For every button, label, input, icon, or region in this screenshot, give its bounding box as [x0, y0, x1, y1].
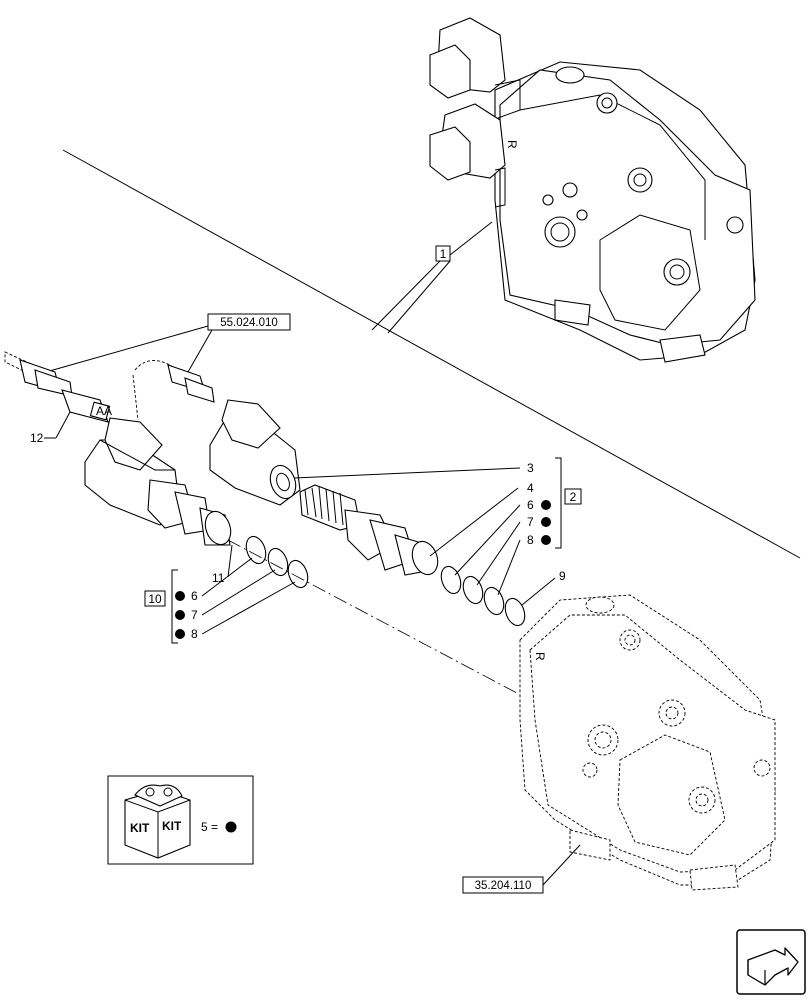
callout-2-label: 2 — [570, 490, 577, 504]
o-rings-left — [245, 535, 309, 589]
assembly-axis — [227, 539, 531, 701]
kit-text-left: KIT — [130, 821, 150, 835]
kit2-item-8-label: 8 — [527, 533, 534, 547]
o-rings-right — [440, 565, 526, 627]
cartridge-4 — [299, 484, 439, 576]
connector-harness-left: AA — [4, 351, 112, 423]
kit2-item-6-label: 6 — [527, 498, 534, 512]
kit-marker-icon — [541, 517, 551, 527]
kit-text-right: KIT — [162, 819, 182, 833]
next-page-arrow-icon[interactable] — [736, 929, 806, 995]
valve-ref-label: 35.204.110 — [475, 880, 532, 892]
connector-ref-box — [207, 313, 291, 331]
connector-ref-label: 55.024.010 — [220, 317, 278, 329]
svg-text:R: R — [505, 140, 519, 149]
callout-box-1 — [435, 245, 451, 262]
valve-section-top: R — [429, 17, 756, 363]
callout-9-label: 9 — [559, 569, 566, 583]
callout-10-label: 10 — [148, 592, 162, 606]
kit-equals-label: 5 = — [201, 820, 218, 834]
kit10-item-7-label: 7 — [191, 608, 198, 622]
kit10-item-6-label: 6 — [191, 589, 198, 603]
coil-3 — [209, 399, 301, 506]
kit-marker-icon — [175, 629, 185, 639]
callout-12-label: 12 — [30, 431, 44, 445]
kit10-item-8-label: 8 — [191, 627, 198, 641]
kit10-bracket — [171, 569, 178, 644]
callout-11-label: 11 — [212, 571, 225, 585]
kit2-bracket — [555, 457, 562, 549]
callout-3-label: 3 — [527, 461, 534, 475]
connector-harness-middle — [132, 360, 215, 421]
callout-box-2 — [564, 488, 582, 505]
kit-marker-icon — [541, 500, 551, 510]
kit-box-icon: KIT KIT — [124, 784, 191, 859]
separator-line — [62, 149, 801, 559]
kit-marker-icon — [175, 610, 185, 620]
callout-1-label: 1 — [440, 247, 447, 261]
callout-box-10 — [144, 590, 166, 607]
kit-marker-icon — [541, 535, 551, 545]
kit-marker-icon — [175, 591, 185, 601]
kit2-item-7-label: 7 — [527, 515, 534, 529]
callout-4-label: 4 — [527, 481, 534, 495]
solenoid-valve-11 — [84, 417, 232, 546]
kit-marker-icon — [225, 821, 237, 833]
valve-section-ghost: R — [519, 594, 776, 891]
svg-text:AA: AA — [96, 404, 112, 418]
svg-text:R: R — [533, 652, 547, 661]
